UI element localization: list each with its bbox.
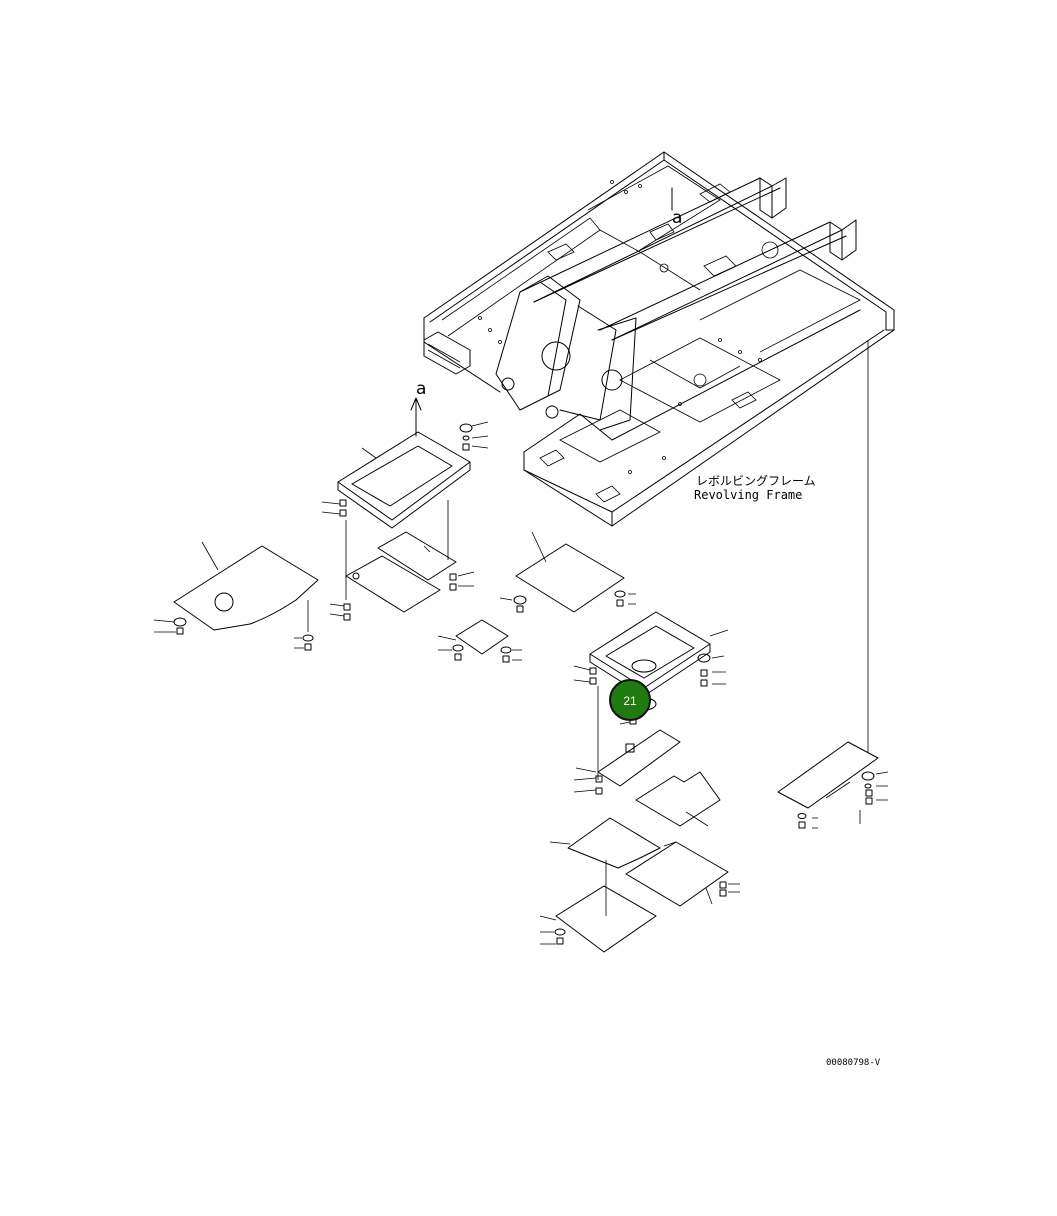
upper-left-plate-assembly: a (321, 379, 489, 621)
frame-label-en: Revolving Frame (694, 488, 802, 502)
left-cover-plate (153, 541, 319, 651)
callout-21-label: 21 (623, 694, 637, 708)
right-cover-plate (777, 741, 889, 829)
callout-21-hotspot[interactable]: 21 (609, 679, 651, 721)
lower-cover-plates (539, 729, 740, 953)
view-marker-upper: a (672, 208, 682, 228)
drawing-code: 00080798-V (826, 1058, 881, 1068)
view-marker-lower: a (416, 379, 426, 399)
frame-label-jp: レボルビングフレーム (696, 474, 816, 488)
center-cover-plates (437, 531, 636, 663)
revolving-frame: a (423, 151, 895, 527)
center-framed-plate (573, 611, 729, 780)
